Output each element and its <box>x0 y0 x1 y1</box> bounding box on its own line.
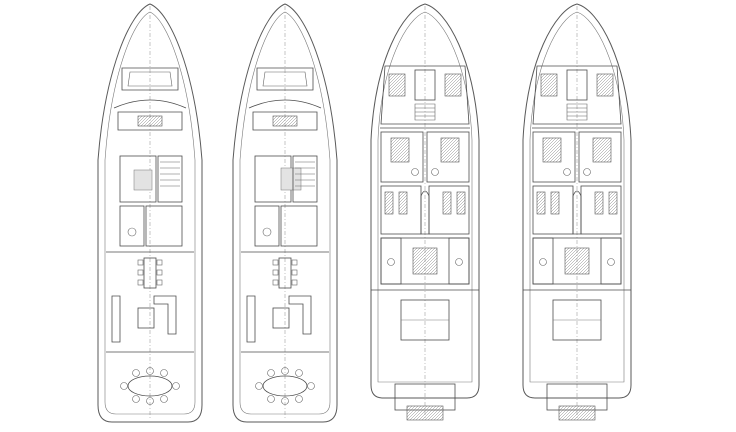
vip-bed-right <box>592 137 612 163</box>
lower-lobby-stair <box>572 190 582 235</box>
dining-table <box>143 257 157 289</box>
galley-island <box>280 167 302 191</box>
wc-icon <box>411 168 419 176</box>
salon-sofa-left <box>246 295 256 343</box>
twin-bed-2 <box>550 191 560 215</box>
crew-quarters <box>532 65 622 125</box>
plan-lower-deck-a <box>370 3 480 421</box>
wc-icon <box>127 227 137 237</box>
wc-icon <box>563 168 571 176</box>
day-head <box>119 205 145 247</box>
salon-sofa-left <box>111 295 121 343</box>
vip-cabin-right <box>426 131 470 183</box>
hull-outline <box>370 3 480 399</box>
crew-bunk-right <box>444 73 462 97</box>
plan-main-deck-b <box>232 3 338 423</box>
dining-chairs <box>272 259 298 286</box>
plan-main-deck-a <box>97 3 203 423</box>
aft-deck-chairs <box>255 367 315 405</box>
bow-cushion <box>127 71 173 87</box>
stair-well <box>292 155 318 203</box>
hull-outline <box>232 3 338 423</box>
bridge-console <box>117 111 183 131</box>
wc-icon <box>539 258 547 266</box>
twin-bed-3 <box>442 191 452 215</box>
day-head <box>254 205 280 247</box>
plan-lower-deck-b <box>522 3 632 421</box>
bridge-console <box>252 111 318 131</box>
hull-outline <box>522 3 632 399</box>
wc-icon <box>387 258 395 266</box>
lobby <box>280 205 318 247</box>
lower-lobby-stair <box>420 190 430 235</box>
aft-deck-table <box>127 375 173 397</box>
crew-stair <box>566 103 588 121</box>
salon-sofa-l <box>153 295 177 335</box>
windscreen <box>113 99 187 109</box>
dining-chairs <box>137 259 163 286</box>
wc-icon <box>431 168 439 176</box>
aft-deck-table <box>262 375 308 397</box>
twin-bed-2 <box>398 191 408 215</box>
swim-ladder <box>406 405 444 421</box>
master-ensuite-right <box>600 237 622 285</box>
dining-table <box>278 257 292 289</box>
twin-bed-1 <box>536 191 546 215</box>
vip-cabin-right <box>578 131 622 183</box>
foredeck-seating <box>256 67 314 91</box>
crew-bunk-left <box>388 73 406 97</box>
master-ensuite-right <box>448 237 470 285</box>
vip-bed-right <box>440 137 460 163</box>
master-ensuite-left <box>532 237 554 285</box>
twin-bed-4 <box>456 191 466 215</box>
bow-cushion <box>262 71 308 87</box>
vip-bed-left <box>390 137 410 163</box>
stair-steps <box>295 161 315 187</box>
crew-bunk-right <box>596 73 614 97</box>
foredeck-seating <box>121 67 179 91</box>
twin-bed-4 <box>608 191 618 215</box>
wc-icon <box>262 227 272 237</box>
master-bed <box>412 247 438 275</box>
master-ensuite-left <box>380 237 402 285</box>
lobby <box>145 205 183 247</box>
wc-icon <box>583 168 591 176</box>
coffee-table <box>137 307 155 329</box>
helm-seat <box>137 115 163 127</box>
vip-cabin-left <box>532 131 576 183</box>
salon-sofa-l <box>288 295 312 335</box>
aft-deck-chairs <box>120 367 180 405</box>
crew-head <box>566 69 588 101</box>
swim-ladder <box>558 405 596 421</box>
coffee-table <box>272 307 290 329</box>
crew-stair <box>414 103 436 121</box>
galley <box>119 155 157 203</box>
wc-icon <box>455 258 463 266</box>
vip-cabin-left <box>380 131 424 183</box>
crew-bunk-left <box>540 73 558 97</box>
wc-icon <box>607 258 615 266</box>
windscreen <box>248 99 322 109</box>
crew-quarters <box>380 65 470 125</box>
crew-head <box>414 69 436 101</box>
stair-steps <box>160 161 180 187</box>
helm-seat <box>272 115 298 127</box>
twin-bed-1 <box>384 191 394 215</box>
hull-outline <box>97 3 203 423</box>
twin-bed-3 <box>594 191 604 215</box>
galley-island <box>133 169 153 191</box>
master-bed <box>564 247 590 275</box>
stair-well <box>157 155 183 203</box>
vip-bed-left <box>542 137 562 163</box>
